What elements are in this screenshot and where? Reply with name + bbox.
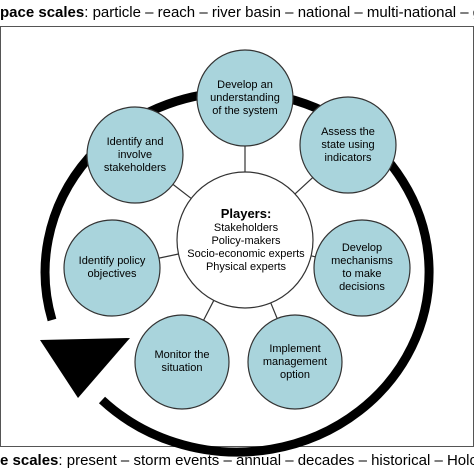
node-label-identify-stakeholders: Identify and involve stakeholders [103,135,167,174]
cycle-arrow-head [40,338,130,398]
node-circle-identify-policy [63,219,161,317]
node-label-develop-mechanisms: Develop mechanisms to make decisions [331,242,393,293]
players-center-circle [176,171,314,309]
time-scales-bar: e scales: present – storm events – annua… [0,450,474,474]
space-scales-bar: pace scales: particle – reach – river ba… [0,2,474,26]
time-scales-values: present – storm events – annual – decade… [66,452,474,469]
spoke-identify-policy [158,253,179,259]
node-label-develop-understanding: Develop an understanding of the system [210,78,280,117]
space-scales-values: particle – reach – river basin – nationa… [92,4,474,21]
node-circle-implement-management [247,314,343,410]
node-circle-develop-mechanisms [313,219,411,317]
players-center: Players: Stakeholders Policy-makers Soci… [176,195,316,285]
players-line-physical: Physical experts [205,261,287,273]
spoke-assess-state [294,177,314,195]
players-title: Players: [220,206,272,221]
spoke-monitor-situation [203,300,215,321]
left-border [0,26,1,446]
players-line-stakeholders: Stakeholders [213,222,279,234]
node-label-implement-management: Implement management option [262,342,328,381]
node-label-monitor-situation: Monitor the situation [154,349,210,374]
node-circle-develop-understanding [196,49,294,147]
node-circle-monitor-situation [134,314,230,410]
time-scales-label: e scales [0,452,59,469]
players-line-socio-economic: Socio-economic experts [187,248,305,260]
players-line-policy-makers: Policy-makers [211,235,281,247]
spoke-implement-management [270,302,278,319]
spoke-identify-stakeholders [172,183,192,199]
node-circle-identify-stakeholders [86,106,184,204]
node-label-assess-state: Assess the state using indicators [321,125,375,164]
cycle-arrow-ring [40,87,434,457]
node-label-identify-policy: Identify policy objectives [78,255,146,280]
top-divider [0,26,474,27]
spoke-develop-mechanisms [310,255,316,258]
space-scales-label: pace scales [0,4,85,21]
bottom-divider [0,446,474,447]
node-circle-assess-state [299,96,397,194]
